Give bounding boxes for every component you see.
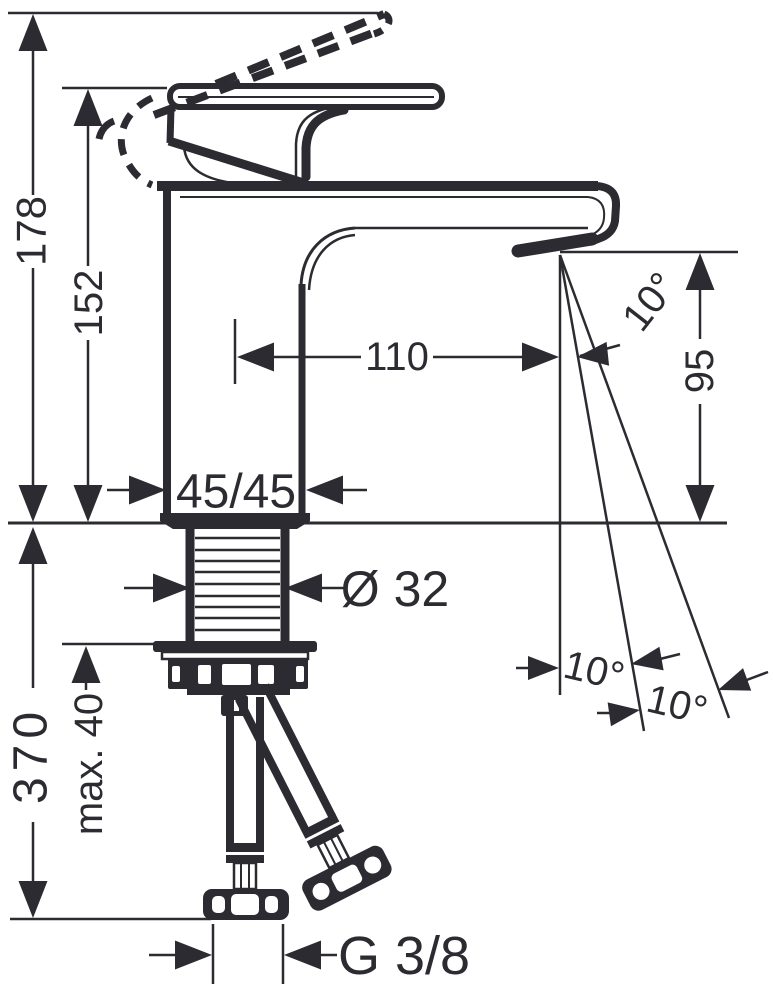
dim-body-45-45: 45/45 <box>107 466 367 519</box>
dim-stream-angle-top-10: 10° <box>575 265 686 369</box>
dim-label-g38: G 3/8 <box>338 926 470 986</box>
dim-max-counter-thickness-40: max. 40 <box>62 642 156 835</box>
dim-label-10-top: 10° <box>614 265 686 340</box>
threaded-shank <box>185 529 290 641</box>
mounting-nut <box>153 641 317 716</box>
dimensions: 178 152 110 10° <box>5 11 769 986</box>
supply-hose-straight <box>203 697 289 920</box>
dim-label-10-right: 10° <box>643 677 712 733</box>
handle-lever <box>166 83 445 189</box>
dim-overall-height-178: 178 <box>8 11 378 522</box>
faucet-outline <box>95 10 731 920</box>
dim-supply-thread-g38: G 3/8 <box>149 924 470 986</box>
spout-body <box>157 181 621 529</box>
dim-spout-reach-110: 110 <box>233 319 559 384</box>
dim-label-d32: Ø 32 <box>341 561 449 617</box>
dim-label-110: 110 <box>365 335 429 379</box>
dim-label-178: 178 <box>8 196 55 266</box>
dim-label-max40: max. 40 <box>67 693 111 835</box>
dim-label-152: 152 <box>67 270 111 337</box>
dim-label-95: 95 <box>678 349 722 394</box>
dim-label-10-left: 10° <box>560 643 629 699</box>
dim-label-45-45: 45/45 <box>176 466 296 519</box>
spout-tip <box>511 232 599 258</box>
dim-label-370: 370 <box>5 706 58 804</box>
dim-handle-height-152: 152 <box>62 86 167 522</box>
dim-outlet-height-95: 95 <box>560 250 738 522</box>
dim-shank-diameter-32: Ø 32 <box>124 561 449 617</box>
supply-hose-angled <box>235 683 392 911</box>
handle-raised-dashed <box>95 10 393 189</box>
stream-lines <box>558 254 731 732</box>
dim-connection-length-370: 370 <box>5 527 211 921</box>
